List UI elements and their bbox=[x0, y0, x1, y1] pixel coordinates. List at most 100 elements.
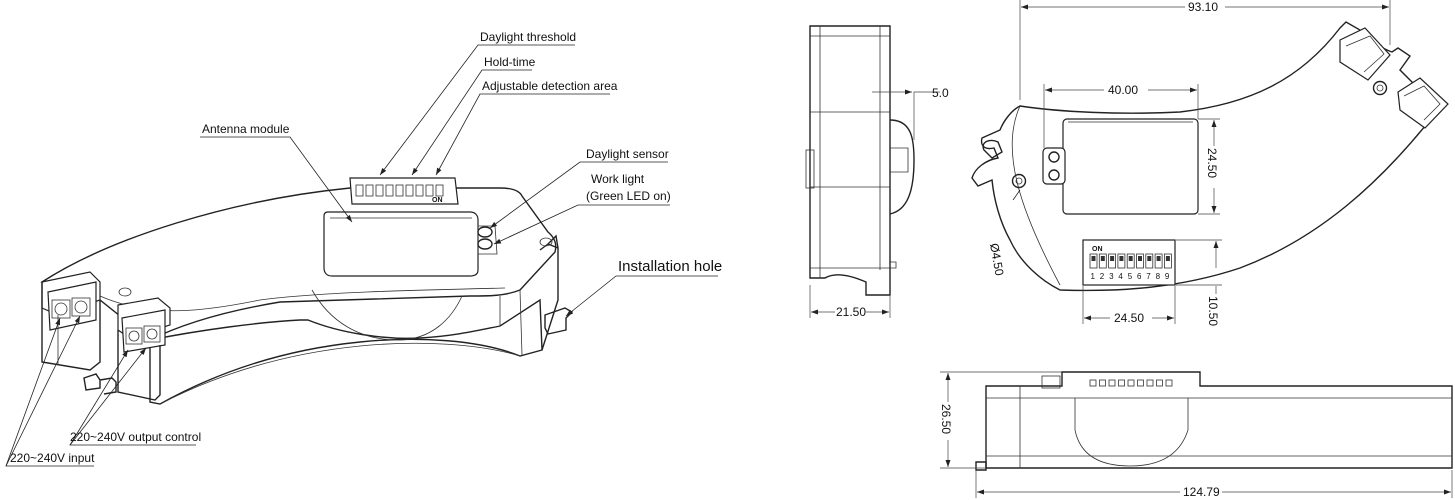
dim-front-height: 26.50 bbox=[939, 404, 953, 434]
callout-work-light-line2: (Green LED on) bbox=[586, 189, 671, 203]
front-dip-cell-9 bbox=[1165, 379, 1173, 387]
installation-hole-ring bbox=[539, 237, 553, 247]
front-dip-cell-7 bbox=[1146, 379, 1154, 387]
top-view-terminal-2-inner bbox=[1403, 85, 1441, 121]
top-view-work-led bbox=[1048, 169, 1060, 181]
dip-switch-number-1: 1 bbox=[1091, 272, 1096, 281]
callout-leader-daylight-sensor bbox=[489, 161, 668, 229]
callout-hold-time: Hold-time bbox=[484, 55, 536, 69]
dim-module-height: 24.50 bbox=[1205, 148, 1219, 178]
front-dip-cell-2 bbox=[1099, 379, 1106, 387]
dim-leader-hole bbox=[1012, 189, 1021, 201]
dip-switch-knob-3 bbox=[1110, 256, 1115, 261]
callout-leader-output-control-2 bbox=[69, 347, 147, 446]
callout-adjustable-detection-area: Adjustable detection area bbox=[482, 79, 618, 93]
front-view-body bbox=[985, 371, 1453, 469]
dim-ext-module-width bbox=[1043, 84, 1199, 148]
dip-switch-number-3: 3 bbox=[1109, 272, 1114, 281]
callout-leader-input-2 bbox=[5, 315, 81, 467]
perspective-view: ON bbox=[40, 177, 574, 405]
callout-antenna-module: Antenna module bbox=[202, 122, 290, 136]
callout-output-control: 220~240V output control bbox=[70, 430, 201, 444]
dim-module-width: 40.00 bbox=[1108, 83, 1138, 97]
dim-ext-dip-height bbox=[1176, 239, 1222, 286]
dip-switch-cell-1 bbox=[1089, 253, 1098, 269]
dip-switch-knob-5 bbox=[1128, 256, 1133, 261]
side-view-sensor-bump bbox=[889, 119, 915, 215]
top-view-mount-hole-right bbox=[1372, 80, 1388, 96]
dip-switch-block bbox=[349, 177, 459, 205]
callout-leader-adjustable-detection-area bbox=[435, 93, 610, 176]
terminal-screw-hole bbox=[118, 287, 132, 297]
lens-dome bbox=[311, 289, 463, 341]
dim-ext-front-height bbox=[940, 371, 1062, 469]
front-view-lines bbox=[986, 386, 1452, 468]
dip-switch-number-7: 7 bbox=[1146, 272, 1151, 281]
callout-daylight-sensor: Daylight sensor bbox=[586, 147, 669, 161]
top-view-mount-hole-right-inner bbox=[1376, 84, 1384, 92]
callout-work-light-line1: Work light bbox=[591, 172, 645, 186]
callout-installation-hole: Installation hole bbox=[618, 258, 722, 275]
daylight-sensor-lens bbox=[477, 226, 493, 238]
callout-leader-work-light bbox=[493, 204, 670, 245]
callout-daylight-threshold: Daylight threshold bbox=[480, 30, 576, 44]
front-view-tab bbox=[975, 461, 987, 471]
dip-switch-cell-7 bbox=[1145, 253, 1154, 269]
dip-switch-number-2: 2 bbox=[1100, 272, 1105, 281]
dip-switch-cell-5 bbox=[1126, 253, 1135, 269]
dim-front-length: 124.79 bbox=[1183, 485, 1220, 499]
top-view-terminal-2 bbox=[1397, 77, 1449, 129]
front-view-sensor bbox=[1041, 375, 1061, 389]
top-view-inner-left bbox=[1011, 105, 1061, 286]
top-view-sensor-housing bbox=[1042, 147, 1066, 185]
top-view-dip-switch bbox=[1082, 239, 1176, 286]
side-view-sensor bbox=[890, 147, 909, 173]
dip-switch-number-5: 5 bbox=[1128, 272, 1133, 281]
dip-switch-cells bbox=[1089, 253, 1172, 269]
housing-bottom-edge bbox=[159, 342, 521, 405]
front-dip-cell-3 bbox=[1108, 379, 1116, 387]
top-view-terminal-1-inner bbox=[1345, 35, 1385, 73]
front-dip-cell-6 bbox=[1137, 379, 1144, 387]
front-dip-cell-4 bbox=[1118, 379, 1125, 387]
antenna-module bbox=[323, 211, 479, 277]
mounting-tab-left bbox=[83, 373, 117, 395]
dip-switch-cell-9 bbox=[1164, 253, 1172, 269]
dip-switch-cell-6 bbox=[1136, 253, 1144, 269]
side-view-tab bbox=[890, 261, 897, 269]
dip-switch-number-4: 4 bbox=[1118, 272, 1123, 281]
callout-leader-daylight-threshold bbox=[379, 44, 575, 176]
dim-ext-module-height bbox=[1198, 118, 1220, 215]
side-view-lines bbox=[810, 26, 890, 278]
dip-mini-on-label: ON bbox=[432, 197, 443, 204]
housing-end-lines bbox=[499, 289, 523, 356]
top-view-mount-hole-left-inner bbox=[1015, 177, 1023, 185]
front-view-lens bbox=[1074, 398, 1189, 467]
front-dip-cell-8 bbox=[1156, 379, 1163, 387]
dip-switch-cell-4 bbox=[1117, 253, 1126, 269]
dip-switch-knob-4 bbox=[1119, 256, 1124, 261]
top-view-ear-left bbox=[982, 139, 1003, 159]
housing-top-outline bbox=[40, 187, 557, 341]
front-dip-cell-1 bbox=[1089, 379, 1097, 387]
top-view-terminal-1 bbox=[1339, 27, 1391, 81]
dip-switch-number-8: 8 bbox=[1156, 272, 1161, 281]
mounting-tab-right bbox=[544, 307, 574, 335]
dim-ext-dip-width bbox=[1082, 286, 1176, 324]
dip-switch-knob-9 bbox=[1165, 256, 1170, 261]
callout-input: 220~240V input bbox=[10, 451, 95, 465]
dim-line-side-thickness-b bbox=[913, 91, 940, 140]
dim-ext-side-width bbox=[809, 285, 891, 318]
dip-switch-knob-2 bbox=[1100, 256, 1105, 261]
dim-ext-front-length bbox=[975, 470, 1453, 498]
dip-on-label: ON bbox=[1092, 246, 1103, 253]
dim-hole-diameter: Ø4.50 bbox=[987, 242, 1007, 277]
top-view-mount-hole-left bbox=[1011, 173, 1027, 189]
dip-switch-cell-3 bbox=[1108, 253, 1116, 269]
dim-ext-overall-top bbox=[1019, 0, 1391, 100]
dip-switch-cell-2 bbox=[1098, 253, 1107, 269]
callout-leader-hold-time bbox=[411, 69, 532, 176]
